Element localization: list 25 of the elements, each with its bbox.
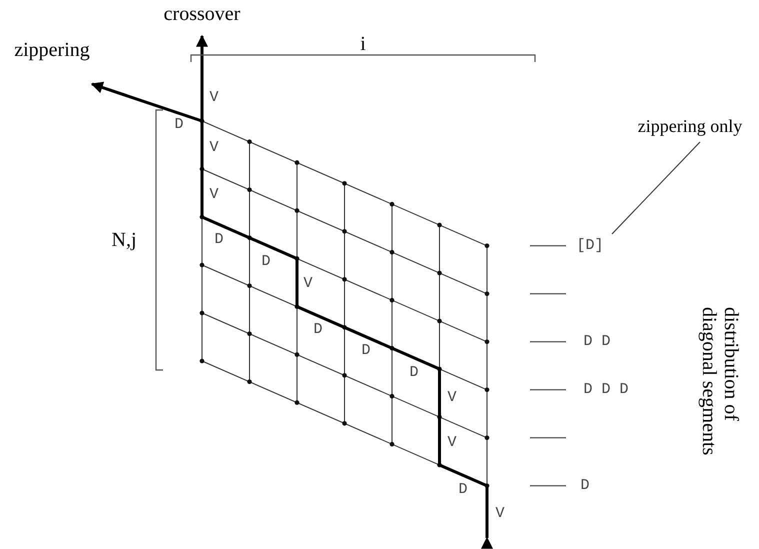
- segment-label: D D: [584, 334, 610, 350]
- step-label: D: [262, 254, 270, 270]
- step-label: D: [214, 232, 224, 248]
- segment-label: D: [580, 478, 590, 494]
- side-caption: distribution of diagonal segments: [698, 307, 742, 458]
- step-label: D: [362, 342, 370, 360]
- axis-label: N,j: [112, 229, 136, 251]
- step-label: D: [458, 482, 468, 498]
- axis-label: i: [360, 33, 366, 55]
- step-label: D: [410, 364, 418, 382]
- note-label: zippering only: [638, 117, 742, 137]
- step-label: V: [210, 90, 218, 106]
- axis-label: crossover: [164, 3, 240, 25]
- step-label: V: [210, 140, 218, 156]
- leader-line: [612, 142, 700, 234]
- step-label: V: [448, 434, 456, 452]
- step-label: V: [496, 506, 504, 522]
- step-label: D: [314, 322, 322, 338]
- step-label: V: [304, 276, 312, 292]
- step-label: V: [448, 390, 456, 406]
- segment-label: [D]: [576, 238, 604, 254]
- segment-label: D D D: [584, 382, 628, 398]
- step-label: V: [210, 186, 218, 204]
- axis-label: zippering: [14, 39, 90, 61]
- step-label: D: [174, 116, 184, 134]
